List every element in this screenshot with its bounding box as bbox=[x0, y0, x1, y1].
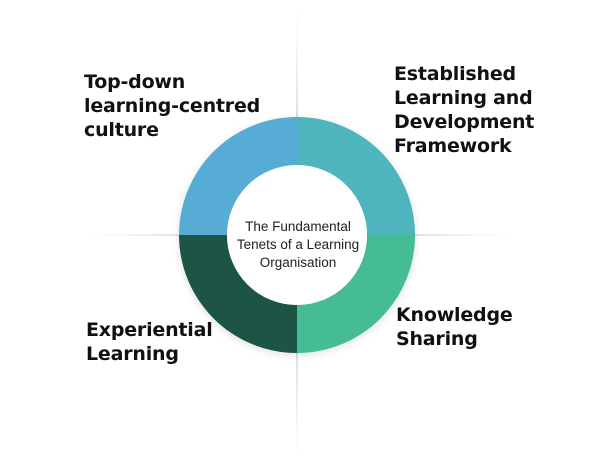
tenets-ring bbox=[179, 117, 415, 353]
label-top-down-culture: Top-down learning-centred culture bbox=[84, 71, 261, 141]
center-disc bbox=[227, 165, 367, 305]
ring-segment-top-left bbox=[179, 117, 297, 235]
label-ld-framework: Established Learning and Development Fra… bbox=[394, 63, 535, 157]
ring-segment-bottom-right bbox=[297, 235, 415, 353]
ring-segment-bottom-left bbox=[179, 235, 297, 353]
center-title: The Fundamental Tenets of a Learning Org… bbox=[236, 219, 360, 270]
label-knowledge-sharing: Knowledge Sharing bbox=[396, 304, 513, 350]
label-experiential-learning: Experiential Learning bbox=[86, 319, 213, 365]
ring-segment-top-right bbox=[297, 117, 415, 235]
